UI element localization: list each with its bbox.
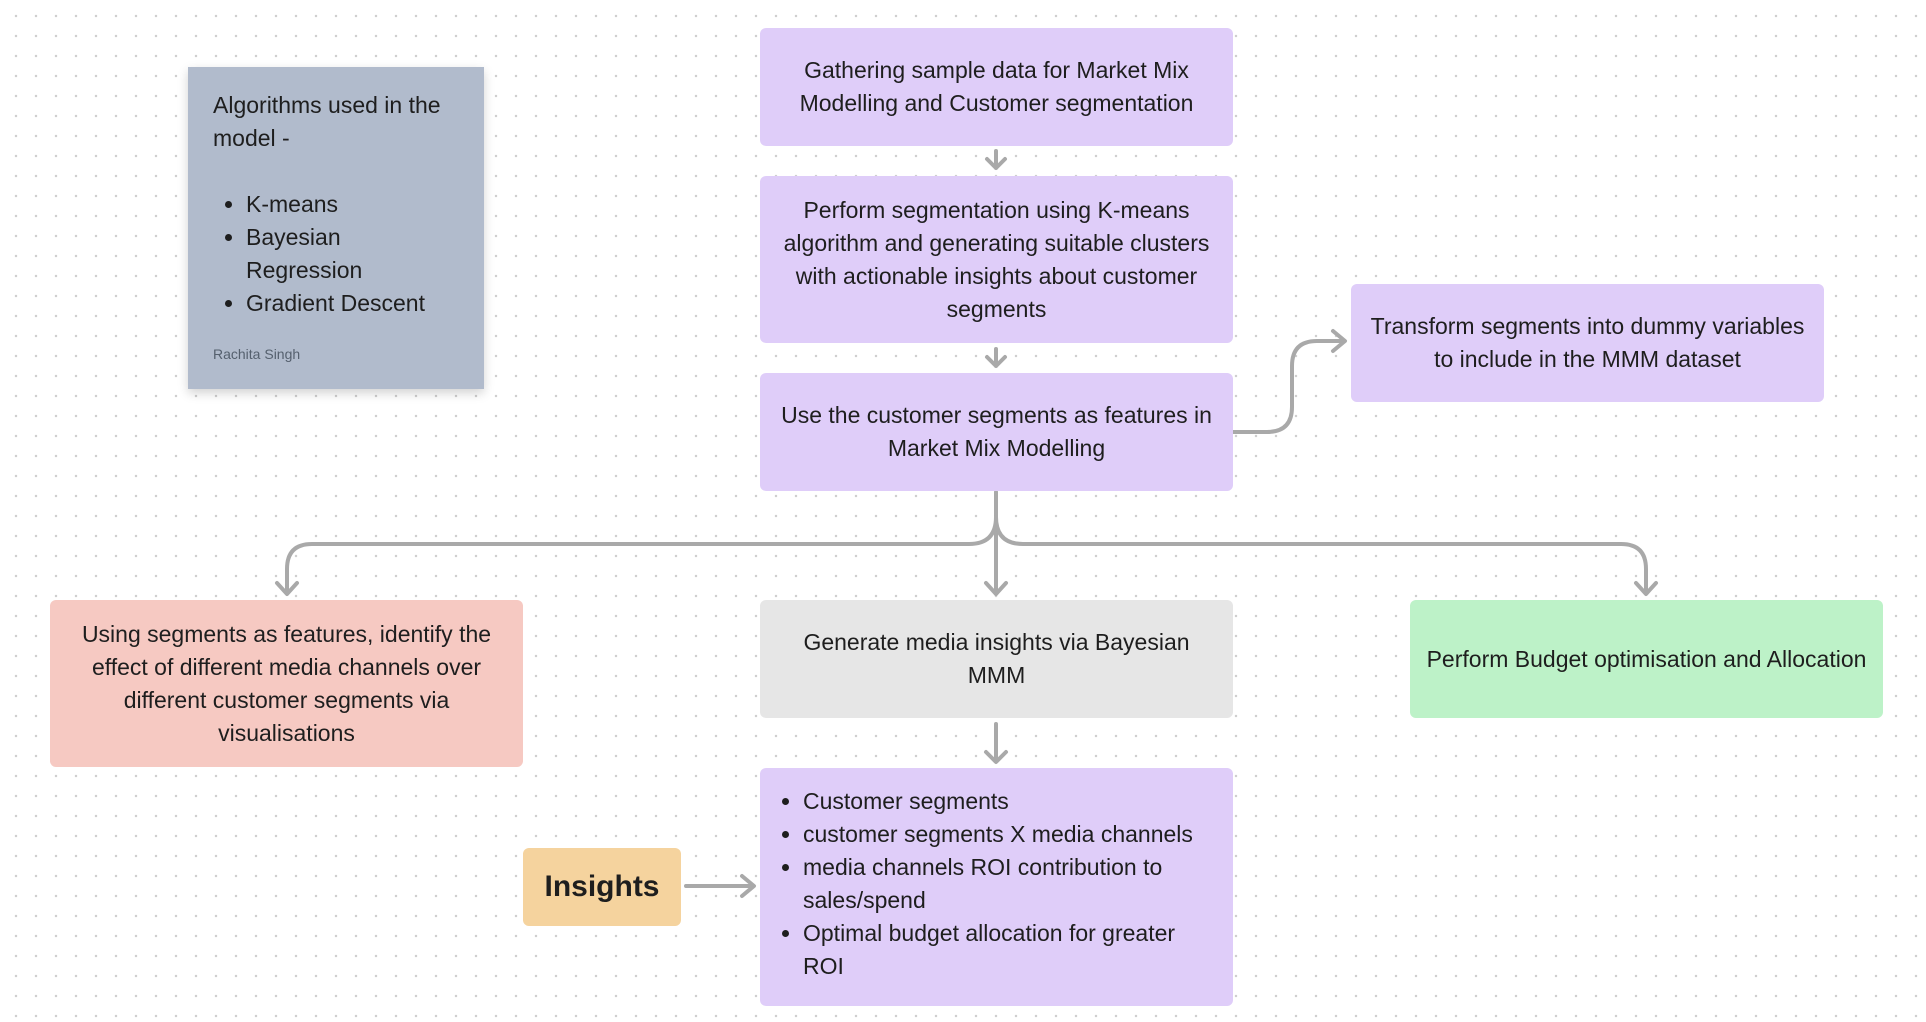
node-use-features[interactable]: Use the customer segments as features in… (760, 373, 1233, 491)
node-media-insights-text: Generate media insights via Bayesian MMM (803, 629, 1190, 688)
insights-list-item: Customer segments (803, 785, 1213, 818)
insights-list-item: customer segments X media channels (803, 818, 1213, 851)
arrow-segment-to-use (985, 347, 1007, 368)
node-media-insights[interactable]: Generate media insights via Bayesian MMM (760, 600, 1233, 718)
algorithm-item: Bayesian Regression (246, 221, 460, 287)
node-identify-effect-text: Using segments as features, identify the… (81, 620, 492, 746)
node-segmentation[interactable]: Perform segmentation using K-means algor… (760, 176, 1233, 343)
arrow-use-to-transform (1231, 329, 1347, 434)
note-title: Algorithms used in the model - (213, 92, 441, 151)
algorithms-list: K-means Bayesian Regression Gradient Des… (213, 188, 460, 320)
arrow-media-to-list (984, 722, 1008, 764)
node-transform-dummy[interactable]: Transform segments into dummy variables … (1351, 284, 1824, 402)
node-transform-dummy-text: Transform segments into dummy variables … (1370, 313, 1805, 372)
node-insights-list[interactable]: Customer segments customer segments X me… (760, 768, 1233, 1006)
algorithm-item: K-means (246, 188, 460, 221)
node-identify-effect[interactable]: Using segments as features, identify the… (50, 600, 523, 767)
node-budget-optimisation[interactable]: Perform Budget optimisation and Allocati… (1410, 600, 1883, 718)
insights-list-item: Optimal budget allocation for greater RO… (803, 917, 1213, 983)
arrow-insights-to-list (684, 874, 756, 898)
node-segmentation-text: Perform segmentation using K-means algor… (783, 196, 1210, 322)
arrow-use-to-budget (994, 515, 1658, 596)
node-gather-data[interactable]: Gathering sample data for Market Mix Mod… (760, 28, 1233, 146)
algorithm-item: Gradient Descent (246, 287, 460, 320)
node-gather-data-text: Gathering sample data for Market Mix Mod… (799, 57, 1194, 116)
insights-list-item: media channels ROI contribution to sales… (803, 851, 1213, 917)
note-author: Rachita Singh (213, 346, 301, 362)
arrow-gather-to-segment (985, 149, 1007, 170)
node-use-features-text: Use the customer segments as features in… (781, 402, 1212, 461)
insights-list: Customer segments customer segments X me… (770, 785, 1213, 983)
insights-tag-label: Insights (544, 870, 660, 903)
arrow-use-to-identify (275, 490, 998, 596)
node-budget-optimisation-text: Perform Budget optimisation and Allocati… (1426, 645, 1867, 672)
algorithms-note: Algorithms used in the model - K-means B… (188, 67, 484, 389)
insights-tag[interactable]: Insights (523, 848, 681, 926)
